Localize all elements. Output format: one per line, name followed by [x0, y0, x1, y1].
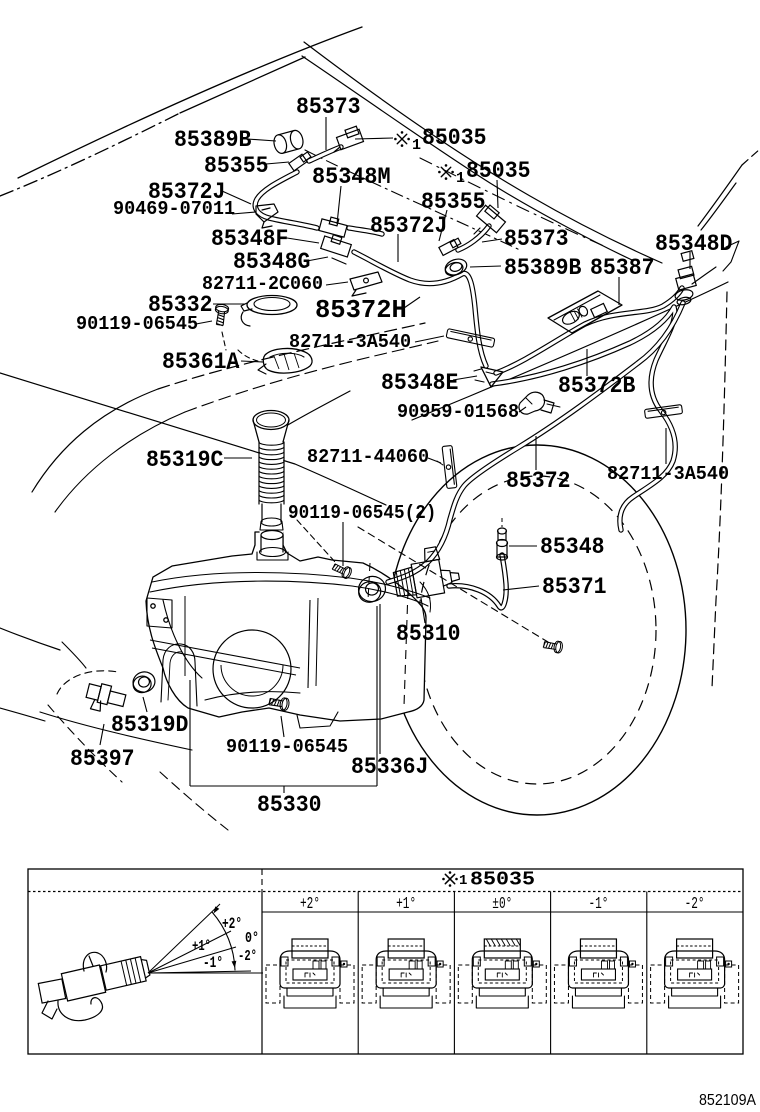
svg-text:85387: 85387	[590, 255, 655, 281]
svg-text:85361A: 85361A	[162, 349, 240, 375]
svg-text:85319C: 85319C	[146, 447, 224, 473]
svg-text:85355: 85355	[204, 153, 269, 179]
svg-text:85348: 85348	[540, 534, 605, 560]
svg-text:85372J: 85372J	[148, 179, 225, 205]
svg-text:90119-06545: 90119-06545	[76, 313, 198, 335]
svg-text:85372: 85372	[506, 468, 571, 494]
svg-text:85035: 85035	[466, 158, 531, 184]
svg-text:85372J: 85372J	[370, 213, 447, 239]
svg-text:85372H: 85372H	[315, 295, 407, 325]
svg-text:85336J: 85336J	[351, 754, 428, 780]
svg-text:±0°: ±0°	[492, 894, 512, 913]
svg-text:82711-44060: 82711-44060	[307, 446, 429, 468]
svg-text:+1°: +1°	[396, 894, 416, 913]
svg-text:85330: 85330	[257, 792, 322, 818]
svg-text:90119-06545: 90119-06545	[226, 736, 348, 758]
svg-text:85373: 85373	[296, 94, 361, 120]
svg-text:85035: 85035	[422, 125, 487, 151]
svg-text:+2°: +2°	[222, 915, 242, 933]
svg-text:-1°: -1°	[203, 954, 223, 972]
svg-text:852109A: 852109A	[699, 1092, 756, 1109]
svg-text:85372B: 85372B	[558, 373, 636, 399]
svg-text:-1°: -1°	[588, 894, 608, 913]
svg-text:-2°: -2°	[238, 948, 257, 965]
svg-text:85355: 85355	[421, 189, 486, 215]
svg-text:-2°: -2°	[685, 894, 705, 913]
svg-text:85389B: 85389B	[504, 255, 582, 281]
svg-text:82711-3A540: 82711-3A540	[607, 463, 729, 485]
svg-text:82711-3A540: 82711-3A540	[289, 331, 411, 353]
svg-text:85397: 85397	[70, 746, 135, 772]
svg-text:1: 1	[459, 873, 467, 889]
svg-text:+1°: +1°	[192, 938, 211, 955]
svg-text:85389B: 85389B	[174, 127, 252, 153]
svg-text:1: 1	[456, 170, 465, 187]
svg-text:85373: 85373	[504, 226, 569, 252]
svg-text:82711-2C060: 82711-2C060	[202, 273, 323, 295]
svg-text:85332: 85332	[148, 292, 213, 318]
svg-text:85319D: 85319D	[111, 712, 188, 738]
svg-text:85348G: 85348G	[233, 249, 310, 275]
svg-text:90959-01568: 90959-01568	[397, 401, 519, 423]
svg-text:85035: 85035	[470, 869, 535, 891]
svg-text:85348F: 85348F	[211, 226, 288, 252]
svg-text:90469-07011: 90469-07011	[113, 198, 235, 220]
svg-text:90119-06545(2): 90119-06545(2)	[288, 502, 436, 524]
svg-text:85310: 85310	[396, 621, 461, 647]
svg-text:0°: 0°	[245, 930, 259, 947]
svg-text:1: 1	[412, 137, 421, 154]
svg-text:85371: 85371	[542, 574, 607, 600]
svg-text:85348E: 85348E	[381, 370, 458, 396]
svg-text:+2°: +2°	[300, 894, 320, 913]
svg-text:85348D: 85348D	[655, 231, 732, 257]
svg-text:85348M: 85348M	[312, 164, 391, 190]
